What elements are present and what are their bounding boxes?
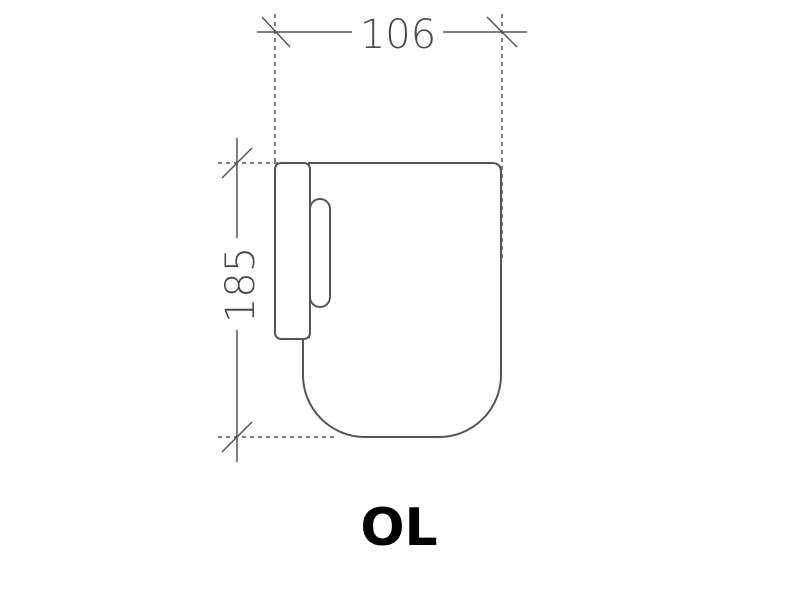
side-cushion [309, 198, 331, 308]
seat-body [302, 162, 502, 438]
depth-tick-top [221, 147, 253, 179]
width-dimension: 106 [257, 12, 527, 260]
depth-value: 185 [218, 247, 264, 323]
width-tick-right [486, 16, 518, 48]
module-label: OL [360, 498, 437, 558]
armrest [274, 162, 311, 340]
sofa-module-outline [274, 162, 502, 438]
width-value: 106 [360, 12, 436, 58]
depth-dimension: 185 [218, 138, 335, 462]
depth-tick-bottom [221, 421, 253, 453]
width-tick-left [261, 16, 291, 48]
